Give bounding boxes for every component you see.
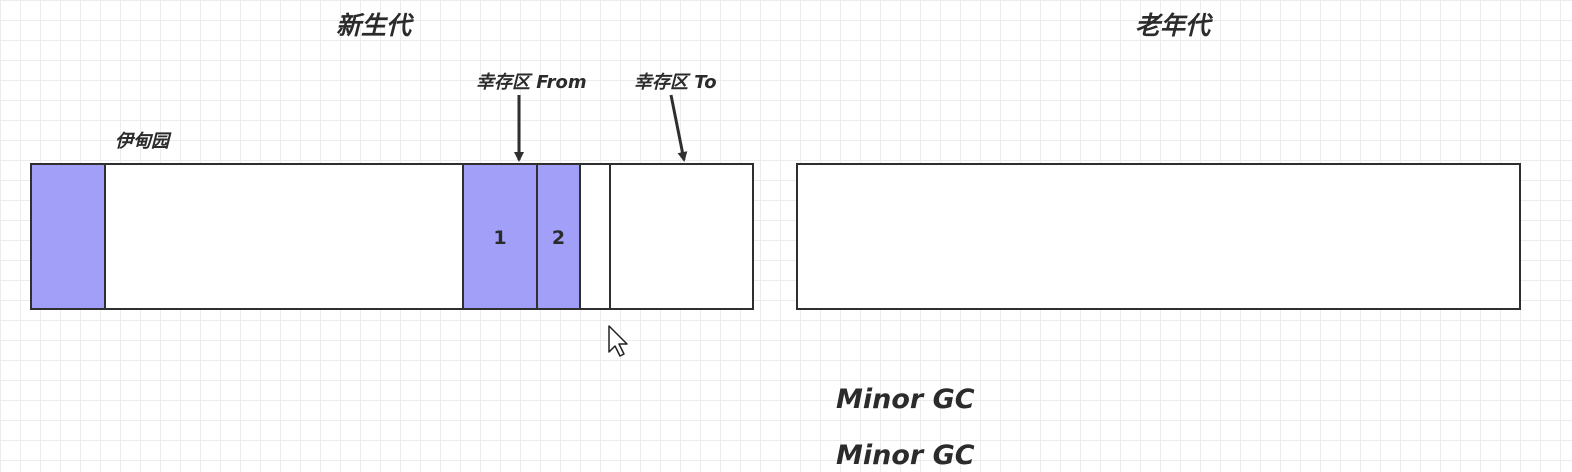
survivor-from-block-2: 2: [538, 165, 581, 308]
eden-object: [32, 165, 106, 308]
mouse-cursor-icon: [608, 325, 628, 357]
eden-label: 伊甸园: [115, 131, 169, 152]
survivor-from-label: 幸存区 From: [476, 72, 587, 93]
young-generation-region: 1 2: [30, 163, 754, 310]
old-generation-region: [796, 163, 1521, 310]
eden-space: [106, 165, 464, 308]
gc-log-line-1: Minor GC: [836, 384, 975, 415]
block-2-number: 2: [551, 227, 566, 249]
survivor-from-empty: [581, 165, 611, 308]
survivor-from-block-1: 1: [464, 165, 538, 308]
gc-log-line-2: Minor GC: [836, 440, 975, 471]
young-generation-heading: 新生代: [336, 11, 412, 40]
old-generation-heading: 老年代: [1135, 11, 1211, 40]
arrow-down-icon: [669, 94, 688, 162]
survivor-to-label: 幸存区 To: [634, 72, 717, 93]
block-1-number: 1: [493, 227, 507, 249]
